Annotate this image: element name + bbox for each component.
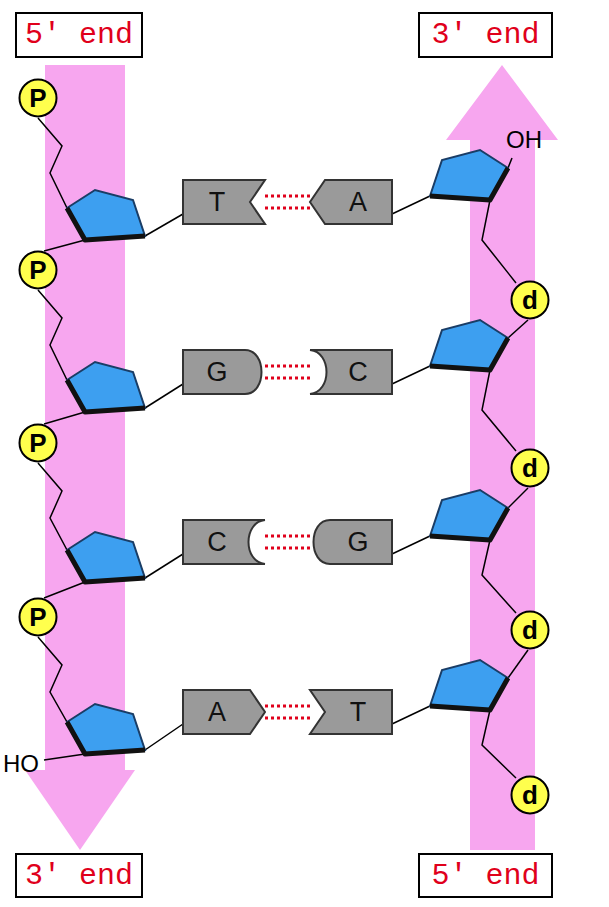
end-label-box: 5' end <box>15 12 143 58</box>
base-letter: T <box>350 699 367 726</box>
end-label-box: 3' end <box>418 12 553 58</box>
nucleotide-base: G <box>183 350 265 394</box>
nucleotide-base: T <box>183 180 265 224</box>
hydrogen-bond <box>265 196 310 208</box>
phosphate-letter: P <box>29 85 46 111</box>
phosphate-letter: d <box>522 782 538 808</box>
base-letter: C <box>207 529 227 556</box>
base-letter: A <box>208 699 226 726</box>
phosphate-letter: P <box>29 430 46 456</box>
end-label: 5' end <box>25 20 133 50</box>
hydrogen-bond <box>265 706 310 718</box>
phosphate-letter: d <box>522 287 538 313</box>
hydrogen-bond <box>265 366 310 378</box>
phosphate-circle: P <box>18 423 58 463</box>
nucleotide-base: T <box>310 690 392 734</box>
backbone <box>38 118 183 760</box>
nucleotide-base: C <box>310 350 392 394</box>
end-group-label: HO <box>3 752 39 776</box>
phosphate-circle: P <box>18 597 58 637</box>
end-label: 3' end <box>25 861 133 891</box>
nucleotide-base: A <box>183 690 265 734</box>
phosphate-circle: d <box>510 775 550 815</box>
hydrogen-bond <box>265 536 310 548</box>
nucleotide-base: A <box>310 180 392 224</box>
phosphate-circle: P <box>18 250 58 290</box>
end-label: 5' end <box>431 861 539 891</box>
end-label-box: 3' end <box>15 853 143 898</box>
base-letter: G <box>347 529 368 556</box>
end-label: 3' end <box>431 20 539 50</box>
phosphate-letter: P <box>29 257 46 283</box>
base-letter: T <box>209 189 226 216</box>
base-letter: A <box>349 189 367 216</box>
phosphate-circle: d <box>510 448 550 488</box>
nucleotide-base: C <box>183 520 265 564</box>
nucleotide-base: G <box>310 520 392 564</box>
phosphate-circle: d <box>510 610 550 650</box>
base-letter: G <box>206 359 227 386</box>
backbone <box>392 158 528 778</box>
phosphate-letter: d <box>522 455 538 481</box>
phosphate-circle: P <box>18 78 58 118</box>
end-group-label: OH <box>506 128 542 152</box>
end-label-box: 5' end <box>418 853 553 898</box>
phosphate-circle: d <box>510 280 550 320</box>
phosphate-letter: d <box>522 617 538 643</box>
deoxyribose-sugar <box>67 150 508 754</box>
base-letter: C <box>348 359 368 386</box>
phosphate-letter: P <box>29 604 46 630</box>
